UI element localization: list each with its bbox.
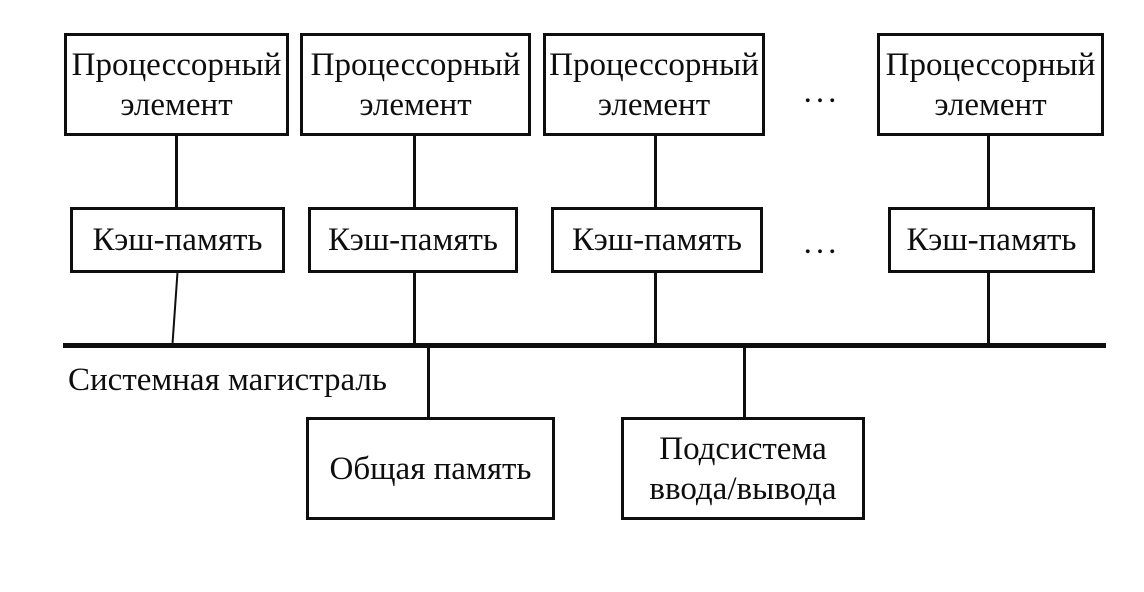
cache-memory-label: Кэш-память [328,222,498,258]
processor-row-ellipsis: ... [803,74,841,110]
cache-memory-box-4: Кэш-память [888,207,1095,273]
connector-cache-bus-2 [413,273,416,343]
connector-processor-cache-1 [175,136,178,207]
connector-cache-bus-4 [987,273,990,343]
processor-element-box-4: Процессорный элемент [877,33,1104,136]
io-subsystem-label: Подсистема ввода/вывода [649,430,837,507]
system-bus-label: Системная магистраль [68,362,387,398]
cache-memory-label: Кэш-память [906,222,1077,258]
processor-element-box-1: Процессорный элемент [64,33,289,136]
processor-element-label: Процессорный элемент [71,46,282,123]
cache-memory-box-3: Кэш-память [551,207,763,273]
connector-cache-bus-1 [171,273,179,343]
shared-memory-label: Общая память [329,450,532,487]
connector-processor-cache-2 [413,136,416,207]
processor-element-box-3: Процессорный элемент [543,33,765,136]
cache-memory-box-1: Кэш-память [70,207,285,273]
processor-element-label: Процессорный элемент [885,46,1096,123]
connector-bus-io-subsystem [743,348,746,418]
system-bus-line [63,343,1106,348]
connector-processor-cache-3 [654,136,657,207]
processor-element-box-2: Процессорный элемент [300,33,531,136]
cache-memory-label: Кэш-память [572,222,742,258]
processor-element-label: Процессорный элемент [549,46,759,123]
cache-memory-box-2: Кэш-память [308,207,518,273]
cache-row-ellipsis: ... [803,225,841,261]
shared-memory-box: Общая память [306,417,555,520]
cache-memory-label: Кэш-память [92,222,263,258]
connector-processor-cache-4 [987,136,990,207]
connector-cache-bus-3 [654,273,657,343]
io-subsystem-box: Подсистема ввода/вывода [621,417,865,520]
connector-bus-shared-memory [427,348,430,418]
processor-element-label: Процессорный элемент [310,46,521,123]
